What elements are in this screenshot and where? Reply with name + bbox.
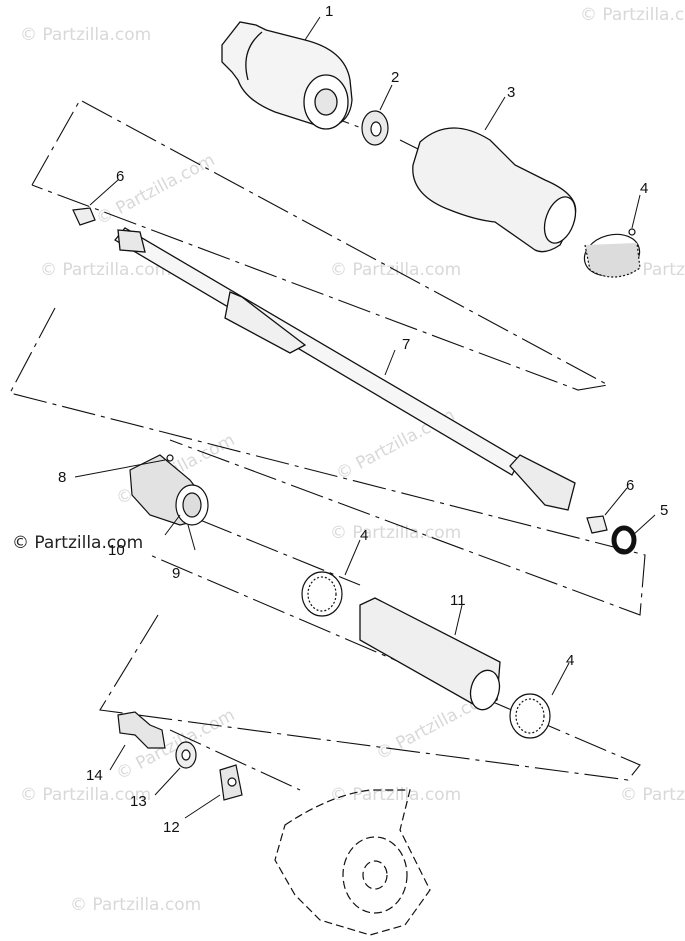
part-5-seal	[611, 525, 637, 555]
watermark-7: © Partzilla.com	[20, 785, 151, 805]
assembly-outline-middle	[9, 307, 646, 616]
callout-8: 8	[58, 469, 66, 486]
callout-11: 11	[450, 592, 466, 609]
callout-12: 12	[163, 819, 180, 836]
callout-2: 2	[391, 69, 399, 86]
callout-4-upper: 4	[640, 180, 648, 197]
watermark-9: © Partzilla.com	[620, 785, 685, 805]
part-1-coupler	[221, 21, 353, 130]
part-4-clamp-lower	[509, 693, 551, 739]
callout-9: 9	[172, 565, 180, 582]
part-9-10-housing	[129, 454, 209, 526]
axis-line-2	[399, 139, 421, 151]
callout-4-middle: 4	[360, 527, 368, 544]
callout-13: 13	[130, 793, 147, 810]
callout-4-lower: 4	[566, 652, 574, 669]
callout-labels: 1 2 3 4 6 7 8 10 9 6 5 4 11 4 14 13 12	[58, 3, 668, 836]
watermark-6: © Partzilla.com	[330, 523, 461, 543]
callout-6-upper: 6	[116, 168, 124, 185]
axis-line-4	[169, 729, 301, 791]
callout-6-lower: 6	[626, 477, 634, 494]
part-11-tube	[359, 597, 501, 711]
watermark-3: © Partzilla.com	[40, 260, 171, 280]
part-6-bushing-upper	[72, 207, 96, 226]
callout-5: 5	[660, 502, 668, 519]
watermark-8: © Partzilla.com	[330, 785, 461, 805]
watermark-10: © Partzilla.com	[70, 895, 201, 915]
callout-7: 7	[402, 336, 410, 353]
impeller-outline	[274, 789, 431, 936]
part-7-drive-shaft	[114, 227, 576, 511]
watermarks: © Partzilla.com © Partzilla.com © Partzi…	[12, 5, 685, 915]
watermark-13: © Partzilla.com	[93, 150, 218, 229]
part-12-plate	[219, 764, 243, 801]
part-4-clamp-middle	[301, 571, 343, 617]
part-3-boot	[412, 127, 577, 253]
axis-line-3	[199, 519, 361, 586]
assembly-outline-upper	[31, 99, 610, 391]
part-4-clamp-upper	[583, 228, 641, 278]
watermark-1: © Partzilla.com	[20, 25, 151, 45]
callout-3: 3	[507, 84, 515, 101]
part-14-fitting	[117, 711, 166, 749]
part-6-bushing-lower	[586, 515, 608, 534]
callout-10: 10	[108, 542, 125, 559]
callout-1: 1	[325, 3, 333, 20]
leader-lines	[74, 16, 656, 819]
part-2-washer	[361, 110, 389, 146]
watermark-2: © Partzilla.com	[580, 5, 685, 25]
part-13-washer	[175, 741, 197, 769]
callout-14: 14	[86, 767, 103, 784]
watermark-dark: © Partzilla.com	[12, 533, 143, 553]
